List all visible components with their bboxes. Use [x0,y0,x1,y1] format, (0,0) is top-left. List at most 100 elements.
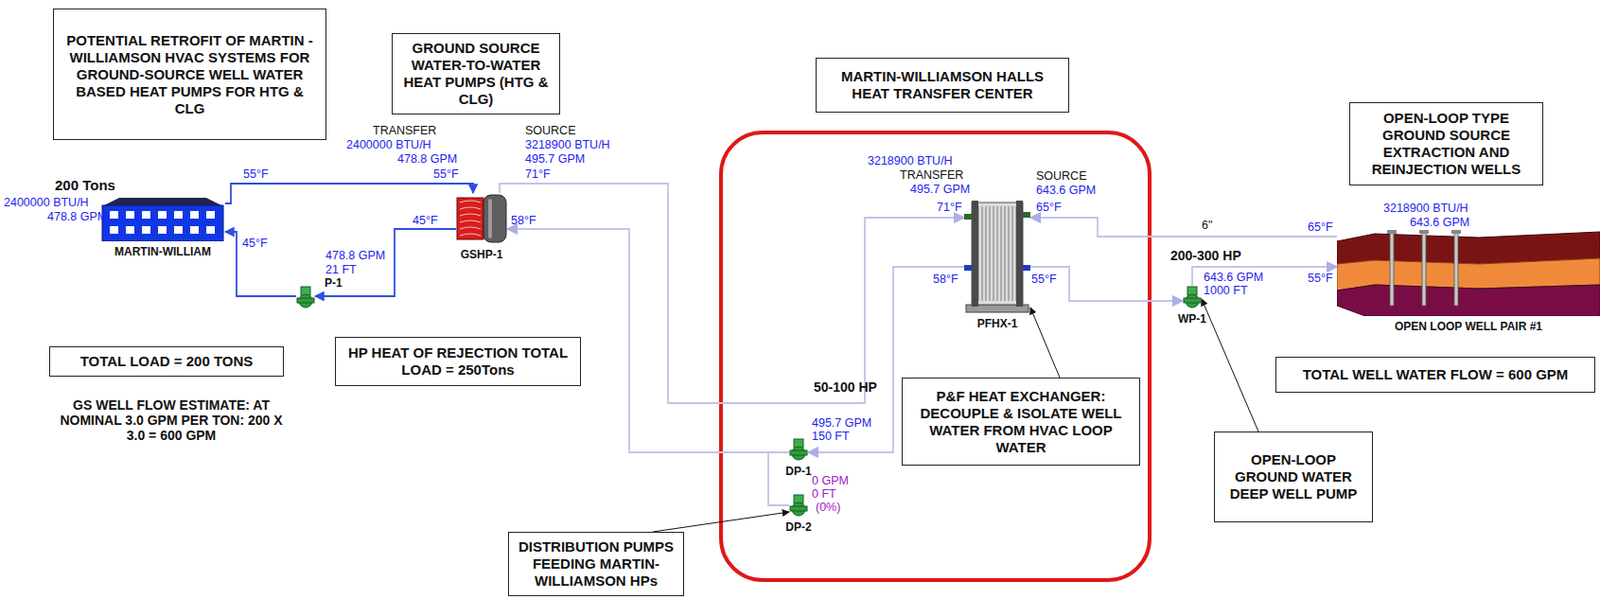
rect-shape [1022,264,1031,271]
plate [984,206,986,301]
flow-annotation: 55°F [1031,272,1057,286]
coil [459,207,481,210]
flow-annotation: TRANSFER [899,168,964,182]
plate [981,206,983,301]
window [174,210,183,219]
pipe-size: 6" [1199,218,1214,232]
flow-annotation: 55°F [1307,271,1334,285]
rect-shape [964,264,972,271]
equipment-tag: PFHX-1 [977,316,1019,331]
plate [988,206,990,301]
coil [459,200,481,203]
pipe-line [768,452,790,506]
well-cap [1387,229,1397,234]
rect-shape [790,450,808,456]
flow-annotation: 1000 FT [1203,283,1249,298]
flow-annotation: 495.7 GPM [910,182,970,196]
window [174,226,183,234]
rect-shape [297,298,315,303]
leader-line [1030,307,1060,378]
rect-shape [1016,200,1023,307]
box-text: P&F HEAT EXCHANGER: DECOUPLE & ISOLATE W… [910,387,1132,457]
pump-symbol [789,493,809,517]
pipe-line [225,231,297,297]
equipment-tag: DP-1 [785,464,811,478]
flow-annotation: 50-100 HP [813,379,878,395]
text-box: HP HEAT OF REJECTION TOTAL LOAD = 250Ton… [334,336,581,387]
flow-annotation: 200-300 HP [1170,247,1242,264]
rect-shape [1022,211,1031,218]
pump-equipment: DP-1 [789,438,809,461]
coil [459,227,481,229]
pipe-line [1030,266,1183,301]
pfhx-equipment: PFHX-1 [964,198,1031,314]
rect-shape [971,202,1023,305]
flow-annotation: 643.6 GPM [1203,270,1264,284]
plate [996,206,998,301]
pipe-line [225,183,474,204]
pump-equipment: DP-2 [789,493,809,517]
equipment-tag: WP-1 [1178,312,1207,326]
flow-annotation: 495.7 GPM [811,416,872,430]
flow-annotation: SOURCE [525,123,576,138]
box-text: GROUND SOURCE WATER-TO-WATER HEAT PUMPS … [400,39,552,108]
window [125,210,135,219]
plate [1003,206,1005,301]
flow-annotation: 71°F [936,200,963,214]
path-shape [1336,284,1600,317]
text-box: TOTAL LOAD = 200 TONS [49,346,284,377]
flow-annotation: (0%) [815,500,841,514]
flow-annotation: 478.8 GPM [47,210,107,224]
coil [459,213,481,216]
flow-annotation: 58°F [510,213,537,228]
coil [459,233,481,236]
text-box: GROUND SOURCE WATER-TO-WATER HEAT PUMPS … [391,33,561,115]
flow-annotation: 58°F [932,272,959,286]
flow-annotation: 643.6 GPM [1036,183,1096,197]
flow-annotation: 45°F [242,236,268,250]
rect-shape [457,197,484,240]
window [206,226,215,234]
flow-annotation: 200 Tons [54,176,116,194]
flow-annotation: 21 FT [325,263,357,277]
gshp-symbol [456,193,508,245]
polygon-shape [104,197,222,206]
pump-equipment: P-1 [296,285,316,309]
pump-symbol [789,438,809,461]
text-box: OPEN-LOOP GROUND WATER DEEP WELL PUMP [1213,431,1373,523]
window [141,210,151,219]
flow-annotation: 495.7 GPM [525,152,585,166]
text-box: P&F HEAT EXCHANGER: DECOUPLE & ISOLATE W… [901,377,1141,466]
text-box: MARTIN-WILLIAMSON HALLS HEAT TRANSFER CE… [815,57,1070,113]
leader-line [652,511,790,532]
wells-equipment: OPEN LOOP WELL PAIR #1 [1336,229,1600,317]
window [206,210,215,219]
plate [1000,206,1002,301]
flow-annotation: TRANSFER [372,123,437,138]
bld-equipment: MARTIN-WILLIAM [100,193,226,242]
window [190,210,199,219]
flow-annotation: 643.6 GPM [1409,215,1470,229]
equipment-tag: OPEN LOOP WELL PAIR #1 [1394,319,1543,334]
rect-shape [1183,298,1201,303]
flow-annotation: 2400000 BTU/H [346,138,432,152]
leader-line [1201,298,1259,432]
bld-symbol [100,193,226,242]
flow-annotation: 150 FT [811,429,850,443]
window [141,226,151,234]
flow-annotation: 65°F [1307,220,1334,234]
flow-annotation: 3218900 BTU/H [1383,201,1469,215]
rect-shape [102,205,224,242]
box-text: OPEN-LOOP TYPE GROUND SOURCE EXTRACTION … [1357,109,1535,178]
box-text: MARTIN-WILLIAMSON HALLS HEAT TRANSFER CE… [824,68,1061,103]
text-box: TOTAL WELL WATER FLOW = 600 GPM [1275,356,1596,393]
box-text: POTENTIAL RETROFIT OF MARTIN - WILLIAMSO… [61,32,318,118]
pipe-line [1030,217,1337,237]
flow-annotation: 478.8 GPM [397,152,458,166]
pipe-line [1192,266,1337,286]
pfhx-symbol [964,198,1031,314]
window [109,226,119,234]
pump-symbol [296,285,316,309]
text-box: OPEN-LOOP TYPE GROUND SOURCE EXTRACTION … [1349,102,1544,186]
